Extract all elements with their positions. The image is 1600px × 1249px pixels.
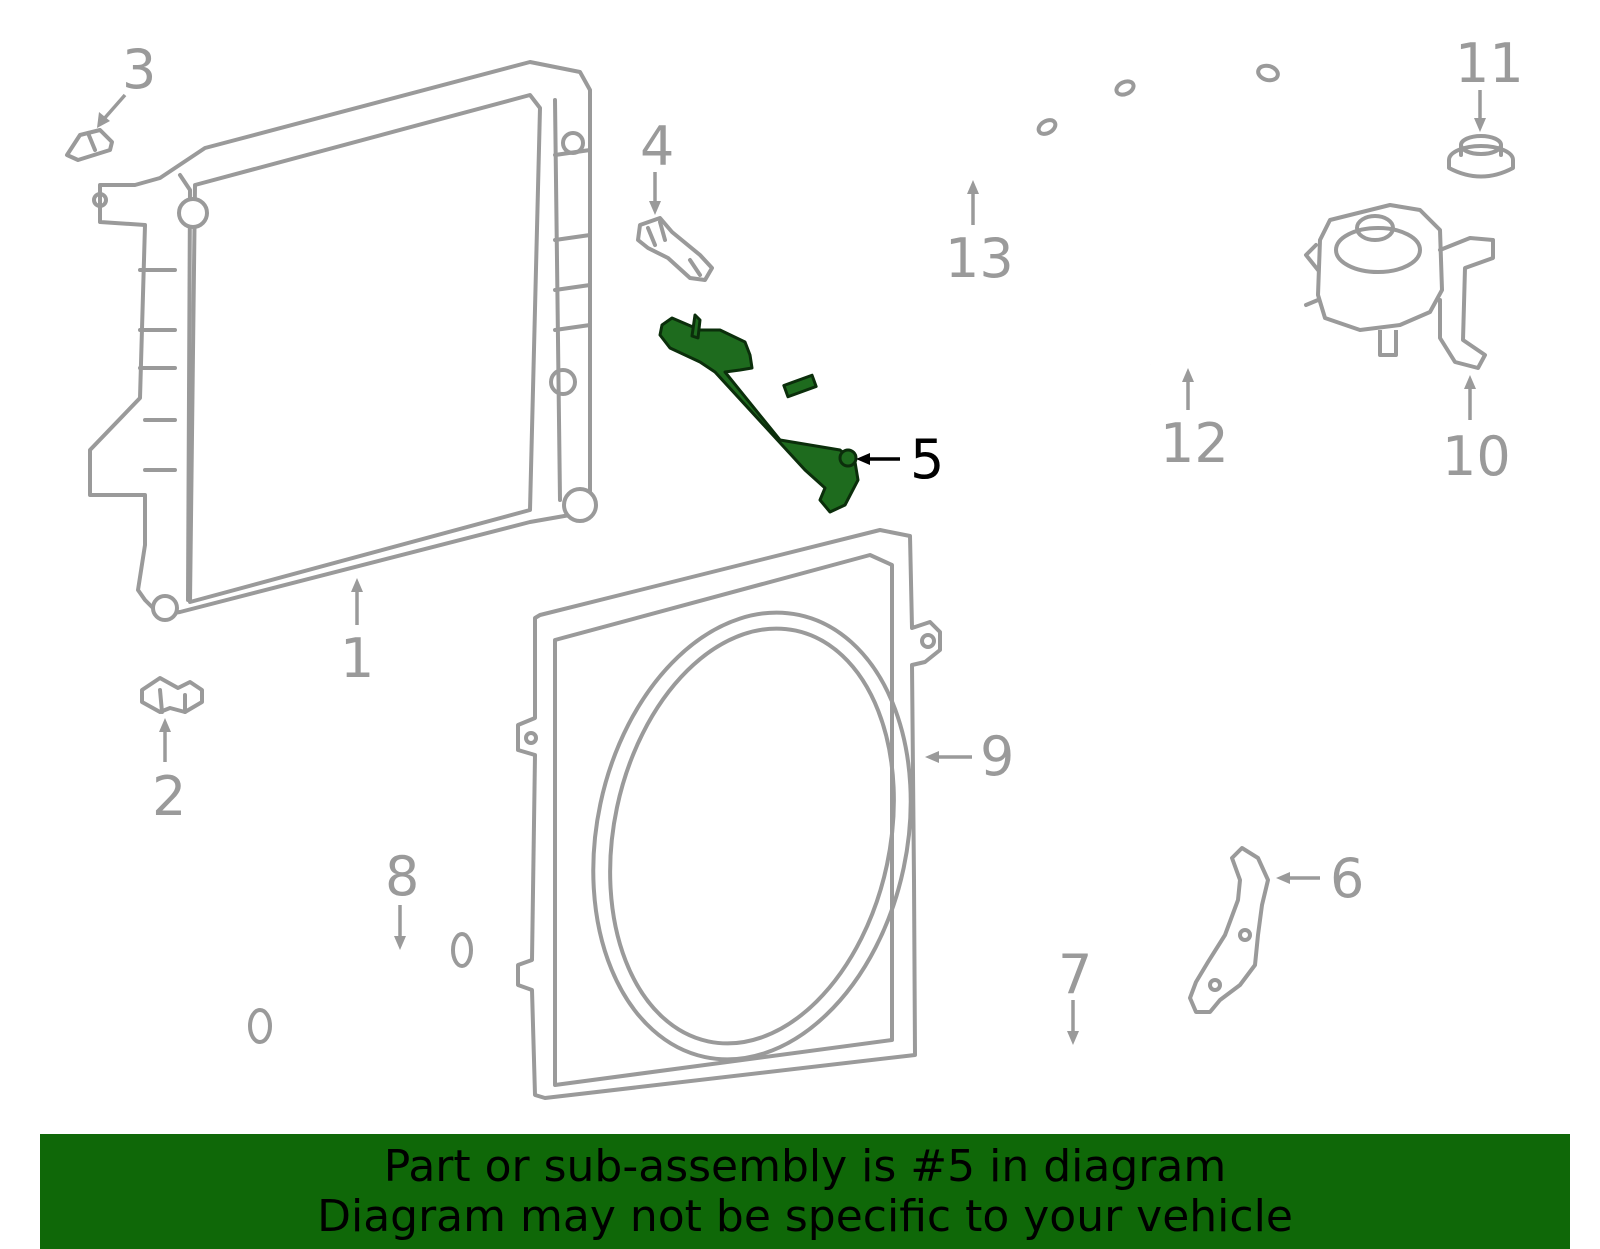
- callout-11-arrowhead: [1474, 118, 1486, 132]
- reservoir-cap-part-11[interactable]: [1447, 134, 1515, 179]
- callout-7[interactable]: 7: [1058, 943, 1092, 1006]
- sensor-part-4[interactable]: [636, 216, 714, 282]
- callout-11[interactable]: 11: [1455, 32, 1524, 95]
- callout-9[interactable]: 9: [980, 725, 1014, 788]
- upper-hose-part-8[interactable]: [248, 932, 473, 1047]
- callout-10-arrowhead: [1464, 375, 1476, 389]
- callout-8-arrowhead: [394, 936, 406, 950]
- banner-line-1: Part or sub-assembly is #5 in diagram: [383, 1141, 1227, 1192]
- coolant-tube-part-5[interactable]: [658, 313, 860, 514]
- callout-2[interactable]: 2: [152, 765, 186, 828]
- lower-hose-part-7[interactable]: [950, 965, 1165, 1075]
- outlet-tube-part-6[interactable]: [1188, 846, 1270, 1014]
- callout-2-arrowhead: [159, 718, 171, 732]
- callout-3-leader: [101, 93, 127, 122]
- callout-7-arrowhead: [1067, 1031, 1079, 1045]
- radiator-part-1[interactable]: [88, 60, 598, 622]
- banner-line-2: Diagram may not be specific to your vehi…: [317, 1191, 1293, 1242]
- callout-9-arrowhead: [925, 751, 939, 763]
- callout-6[interactable]: 6: [1330, 847, 1364, 910]
- callout-3-arrowhead: [97, 112, 110, 128]
- callout-4-arrowhead: [649, 201, 661, 215]
- callout-3[interactable]: 3: [122, 38, 156, 101]
- overflow-hose-part-13[interactable]: [792, 55, 1368, 318]
- info-banner: Part or sub-assembly is #5 in diagram Di…: [40, 1134, 1570, 1249]
- fan-shroud-part-9[interactable]: [516, 528, 951, 1100]
- callout-1-arrowhead: [351, 578, 363, 592]
- hose-part-12[interactable]: [1137, 297, 1271, 381]
- coolant-reservoir-part-10[interactable]: [1304, 203, 1495, 370]
- callout-10[interactable]: 10: [1442, 425, 1511, 488]
- callout-8[interactable]: 8: [385, 845, 419, 908]
- insulator-part-3[interactable]: [65, 128, 114, 162]
- callout-12-arrowhead: [1182, 368, 1194, 382]
- callout-6-arrowhead: [1276, 872, 1290, 884]
- callout-1[interactable]: 1: [340, 627, 374, 690]
- callout-13[interactable]: 13: [945, 227, 1014, 290]
- callout-5-arrowhead: [856, 453, 870, 465]
- insulator-part-2[interactable]: [140, 676, 204, 714]
- callout-5[interactable]: 5: [910, 428, 944, 491]
- callout-4[interactable]: 4: [640, 115, 674, 178]
- callout-13-arrowhead: [967, 180, 979, 194]
- callout-12[interactable]: 12: [1160, 412, 1229, 475]
